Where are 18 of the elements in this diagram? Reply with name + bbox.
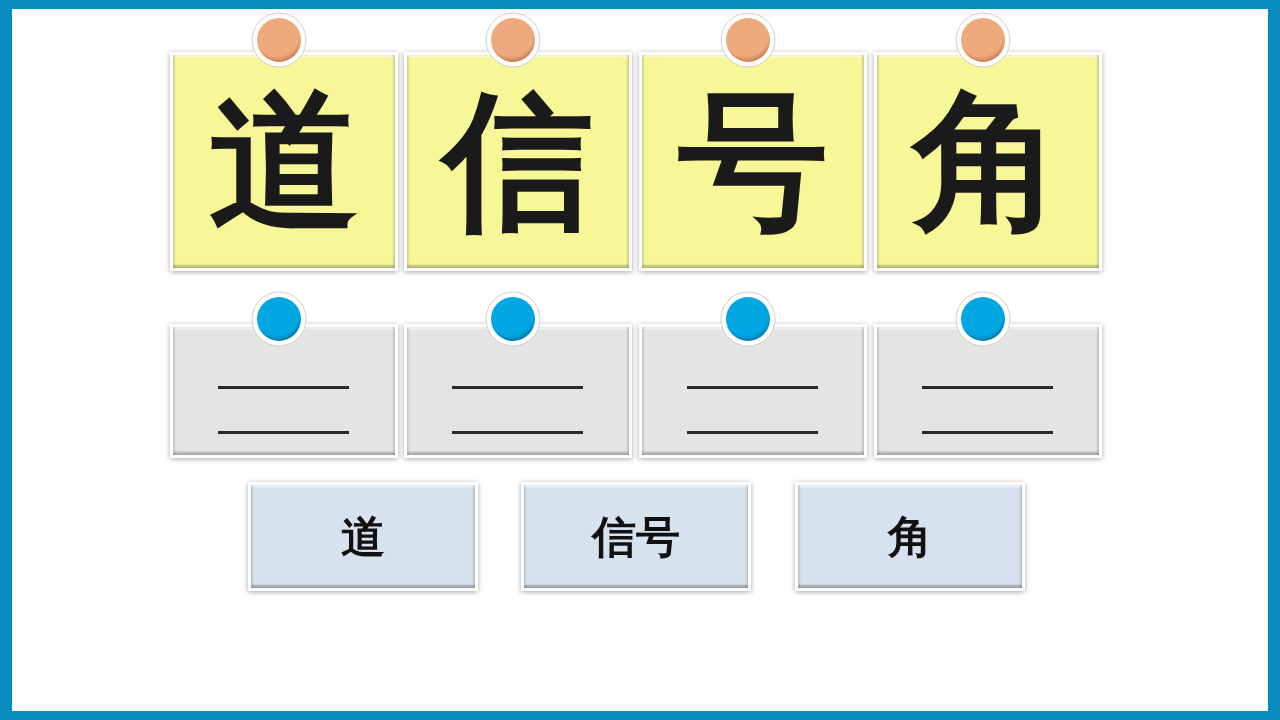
blank-card xyxy=(404,324,632,458)
sticky-note xyxy=(639,52,867,271)
sticky-note xyxy=(404,52,632,271)
blank-card xyxy=(639,324,867,458)
word-text: 道 xyxy=(340,509,386,564)
kanji-text: 信 xyxy=(439,67,597,256)
sticky-note xyxy=(170,52,398,271)
kanji-text: 号 xyxy=(677,72,829,250)
sticky-note xyxy=(874,52,1102,271)
word-text: 角 xyxy=(886,509,933,564)
word-text: 信号 xyxy=(590,509,681,564)
kanji-text: 道 xyxy=(208,72,360,250)
kanji-text: 角 xyxy=(909,67,1067,256)
word-card xyxy=(795,482,1025,591)
blank-card xyxy=(170,324,398,458)
word-card xyxy=(248,482,478,591)
word-card xyxy=(521,482,751,591)
blank-card xyxy=(874,324,1102,458)
